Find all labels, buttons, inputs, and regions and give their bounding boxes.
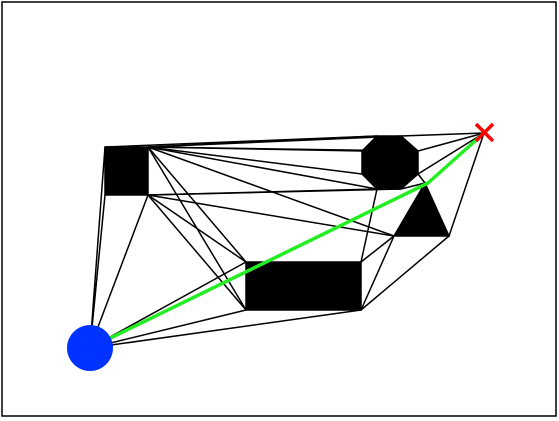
square-obstacle [104, 146, 149, 196]
graph-edge [147, 194, 247, 311]
graph-edge [89, 194, 149, 349]
obstacles [104, 135, 451, 311]
graph-edge [147, 194, 395, 237]
goal-x-marker [474, 122, 495, 143]
visibility-graph-edges [89, 132, 485, 349]
graph-edge [89, 194, 106, 349]
graph-edge [417, 173, 426, 184]
graph-edge [89, 309, 247, 349]
graph-edge [360, 235, 395, 311]
graph-edge [417, 132, 485, 152]
triangle-obstacle [392, 181, 451, 237]
graph-edge [89, 309, 362, 349]
graph-edge [89, 146, 106, 349]
graph-edge [147, 146, 363, 175]
graph-edge [360, 188, 378, 263]
graph-edge [147, 135, 402, 148]
graph-edge [360, 235, 395, 263]
rectangle-obstacle [245, 261, 362, 311]
graph-edge [147, 146, 247, 263]
graph-edge [448, 132, 485, 237]
graph-edge [147, 188, 378, 196]
graph-edge [147, 194, 247, 263]
graph-edge [147, 146, 378, 190]
graph-edge [400, 132, 485, 137]
start-node-circle [67, 325, 113, 371]
graph-edge [400, 182, 426, 190]
shortest-path [89, 131, 486, 350]
octagon-obstacle [361, 135, 419, 190]
graph-edge [360, 235, 450, 311]
graph-edge [417, 132, 485, 175]
